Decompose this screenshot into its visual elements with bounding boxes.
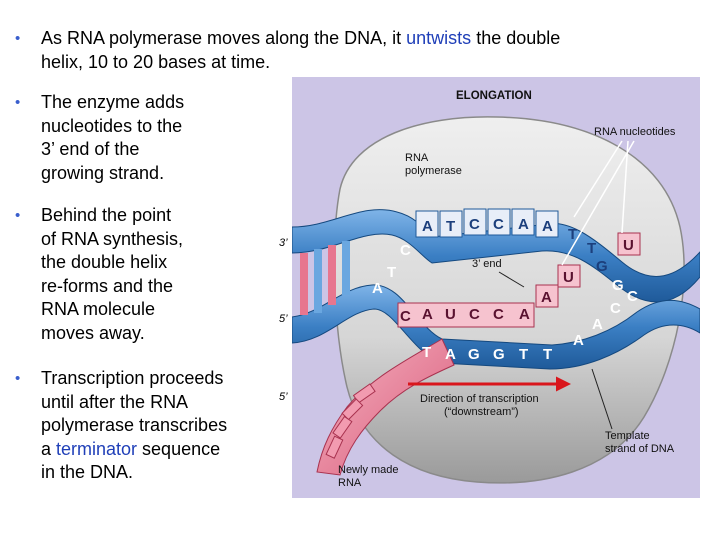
free-nucleotides: U U A: [535, 232, 641, 308]
svg-text:A: A: [518, 216, 529, 233]
newly-made-rna-label-2: RNA: [338, 477, 362, 489]
svg-text:A: A: [422, 306, 433, 323]
svg-text:G: G: [596, 258, 608, 275]
bullet-marker: •: [15, 207, 21, 224]
keyword-untwists: untwists: [406, 28, 472, 48]
dna-template-strand: [292, 284, 700, 370]
direction-label-2: (“downstream”): [444, 406, 519, 418]
bullet-marker: •: [15, 94, 21, 111]
svg-text:A: A: [573, 332, 584, 349]
template-strand-label: Template: [605, 430, 650, 442]
keyword-terminator: terminator: [56, 438, 138, 459]
svg-text:A: A: [542, 218, 553, 235]
svg-text:T: T: [387, 264, 396, 281]
dna-top-strand: [292, 209, 700, 303]
bullet-line: growing strand.: [41, 162, 165, 183]
bullet-line: in the DNA.: [41, 462, 134, 482]
svg-text:C: C: [469, 306, 480, 323]
bullet-line: RNA molecule: [41, 299, 156, 319]
svg-text:U: U: [563, 269, 574, 286]
bullet-line: nucleotides to the: [41, 115, 183, 136]
bullet-line: The enzyme adds: [41, 92, 185, 112]
bullet-line: a terminator sequence: [41, 438, 221, 459]
three-prime-end-label: 3’ end: [472, 258, 502, 270]
svg-text:C: C: [610, 300, 621, 317]
svg-text:C: C: [493, 306, 504, 323]
bullet-line: the double helix: [41, 252, 168, 272]
newly-made-rna-label: Newly made: [338, 464, 399, 476]
bullet-line: re-forms and the: [41, 275, 174, 296]
svg-text:C: C: [493, 216, 504, 233]
right-template-bases: A A C C: [573, 288, 638, 349]
left-helix-rungs: [300, 241, 350, 315]
template-bases: T A G G T T: [422, 344, 552, 363]
nucleotides-pointer: [573, 140, 623, 218]
svg-text:C: C: [400, 242, 411, 259]
svg-text:U: U: [445, 306, 456, 323]
direction-label: Direction of transcription: [420, 393, 539, 405]
template-strand-label-2: strand of DNA: [605, 443, 675, 455]
svg-text:T: T: [543, 346, 552, 363]
bullet-line: 3’ end of the: [41, 139, 140, 159]
left-strand-bases: A T C: [372, 242, 411, 297]
svg-text:G: G: [493, 346, 505, 363]
svg-text:A: A: [592, 316, 603, 333]
svg-text:A: A: [372, 280, 383, 297]
bullet-helix-reforms: • Behind the point of RNA synthesis, the…: [15, 204, 241, 345]
bullet-untwists: • As RNA polymerase moves along the DNA,…: [15, 27, 691, 74]
bullet-adds-nucleotides: • The enzyme adds nucleotides to the 3’ …: [15, 91, 241, 185]
bullet-line: moves away.: [41, 322, 145, 343]
svg-text:A: A: [422, 218, 433, 235]
bullet-line: Behind the point: [41, 205, 172, 225]
bullet-line: until after the RNA: [41, 391, 189, 412]
bullet-marker: •: [15, 30, 21, 47]
bullet-marker: •: [15, 370, 21, 387]
svg-text:A: A: [519, 306, 530, 323]
svg-text:T: T: [446, 218, 455, 235]
svg-text:C: C: [469, 216, 480, 233]
strand-end-5prime-low-outside: 5’: [279, 391, 288, 403]
rna-polymerase-label: RNA: [405, 152, 429, 164]
diagram-title: ELONGATION: [456, 90, 532, 102]
rna-bases: C A U C C A: [397, 302, 535, 328]
rna-polymerase-shape: [333, 116, 685, 484]
top-strand-bases: A T C C A A T T G G: [415, 208, 624, 294]
rna-polymerase-label-2: polymerase: [405, 165, 462, 177]
svg-text:T: T: [422, 344, 431, 361]
svg-text:G: G: [468, 346, 480, 363]
elongation-diagram: A T C C A A T T G G A T C C A U C C A T …: [292, 77, 700, 498]
bullet-line: of RNA synthesis,: [41, 228, 184, 249]
svg-text:T: T: [568, 226, 577, 243]
bullet-line: Transcription proceeds: [41, 368, 224, 388]
rna-comb: [325, 383, 376, 459]
svg-text:U: U: [623, 237, 634, 254]
svg-text:T: T: [587, 240, 596, 257]
bullet-line: helix, 10 to 20 bases at time.: [41, 51, 271, 72]
bullet-line: polymerase transcribes: [41, 415, 228, 435]
svg-text:A: A: [541, 289, 552, 306]
svg-text:G: G: [612, 277, 624, 294]
svg-text:A: A: [445, 346, 456, 363]
svg-text:C: C: [400, 308, 411, 325]
rna-nucleotides-label: RNA nucleotides: [594, 126, 676, 138]
strand-end-5prime-outside: 5’: [279, 313, 288, 325]
bullet-terminator: • Transcription proceeds until after the…: [15, 367, 271, 485]
svg-text:C: C: [627, 288, 638, 305]
newly-made-rna: [316, 338, 455, 476]
bullet-line: As RNA polymerase moves along the DNA, i…: [41, 28, 561, 48]
strand-end-3prime-outside: 3’: [279, 237, 288, 249]
svg-text:T: T: [519, 346, 528, 363]
